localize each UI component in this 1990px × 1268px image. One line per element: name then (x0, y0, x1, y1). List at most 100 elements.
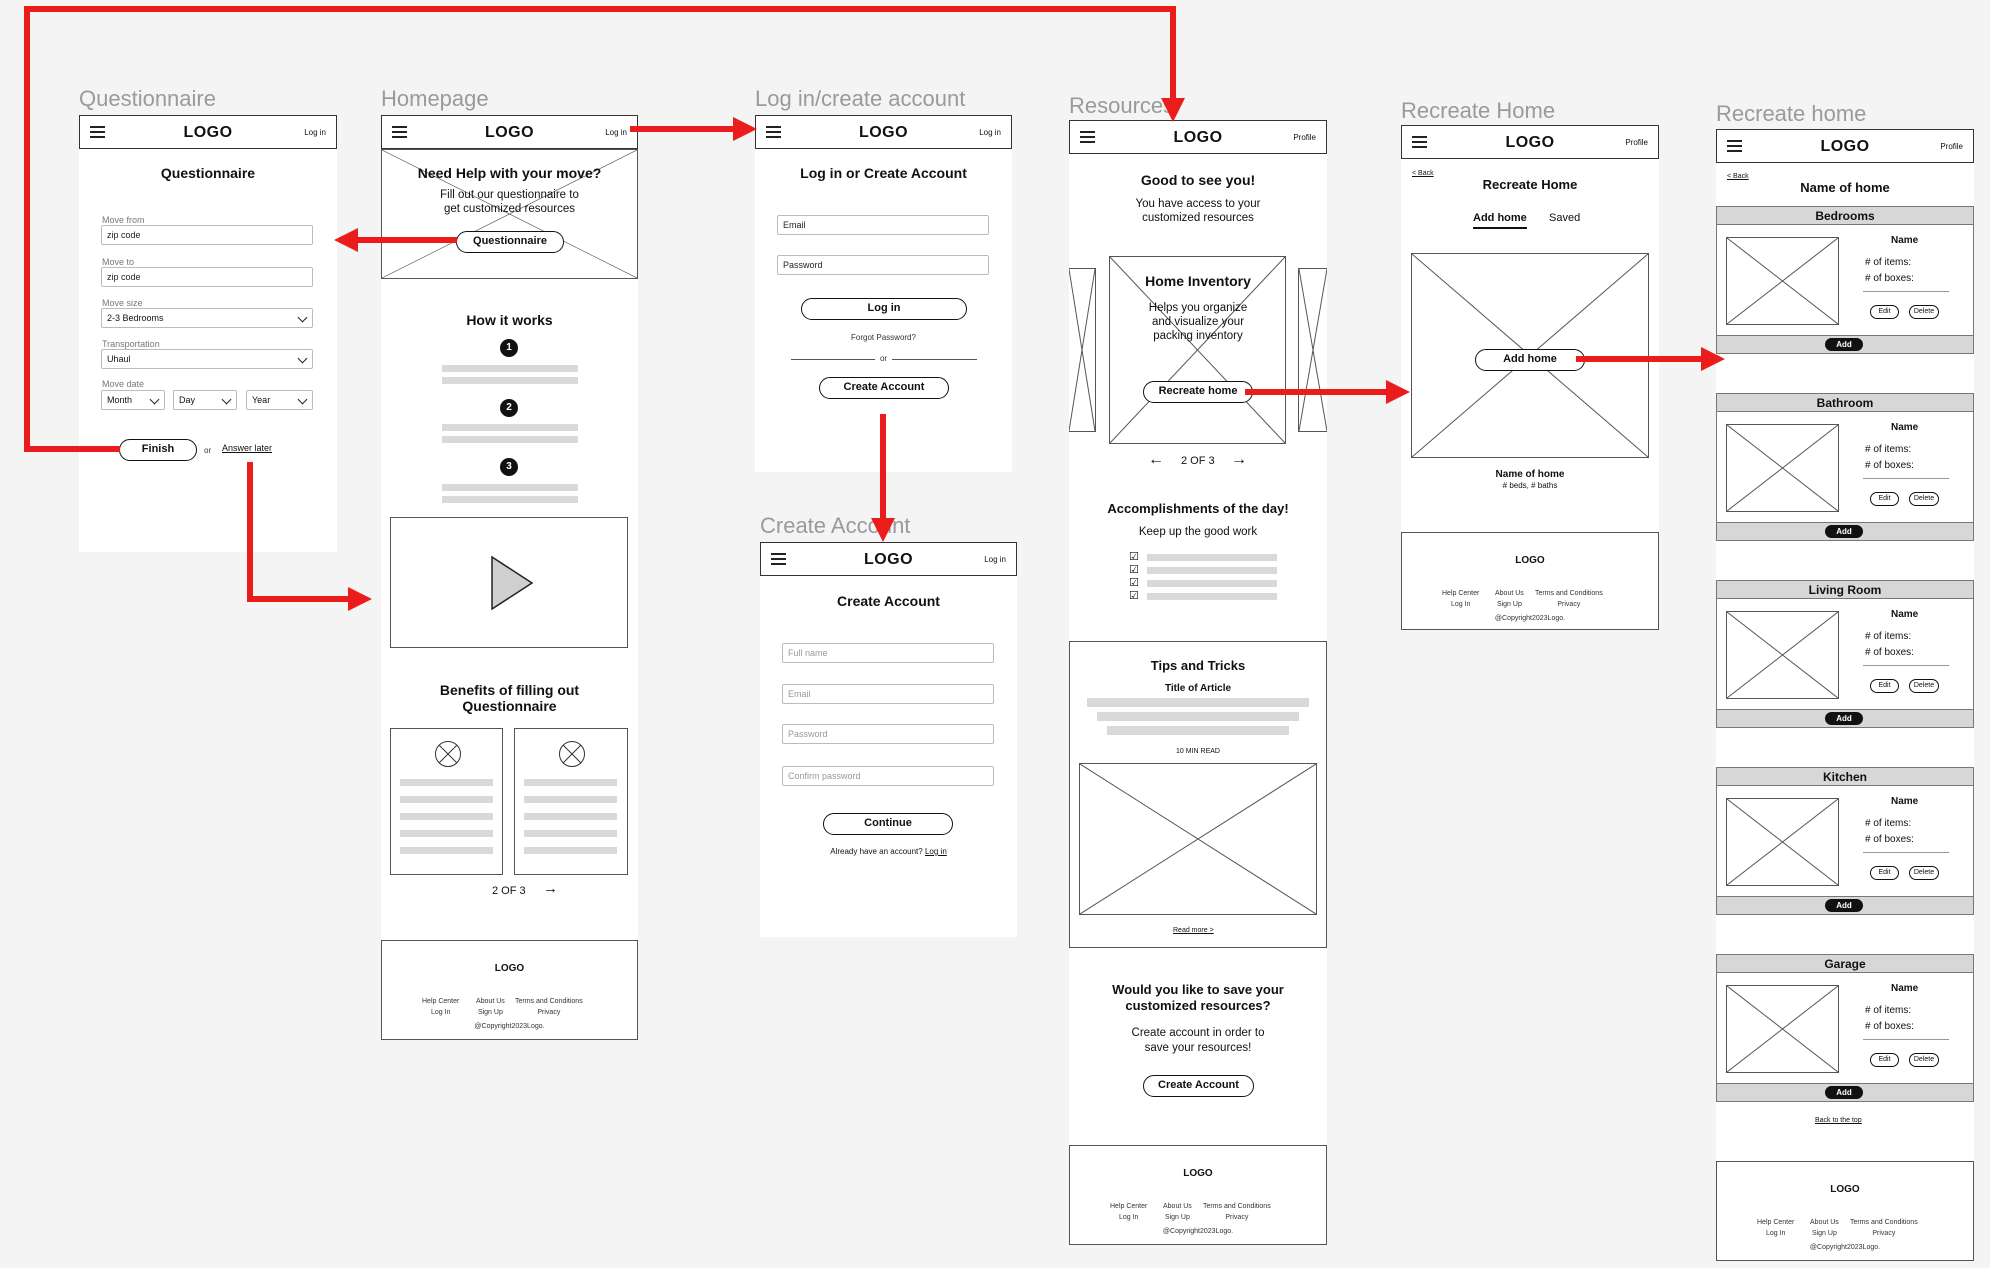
hero-subtitle-2: get customized resources (443, 203, 576, 215)
resources-screen: LOGO Profile Good to see you! You have a… (1069, 120, 1327, 1245)
create-account-button[interactable]: Create Account (819, 377, 949, 399)
edit-button[interactable]: Edit (1870, 305, 1899, 319)
items-count-label: # of items: (1865, 818, 1912, 829)
login-link[interactable]: Log in (304, 128, 326, 137)
tab-saved[interactable]: Saved (1549, 212, 1581, 224)
add-button[interactable]: Add (1825, 899, 1863, 912)
delete-button[interactable]: Delete (1909, 866, 1939, 880)
back-to-top-link[interactable]: Back to the top (1815, 1117, 1862, 1124)
logo: LOGO (484, 124, 535, 141)
text-placeholder (442, 365, 578, 372)
login-button[interactable]: Log in (801, 298, 967, 320)
edit-button[interactable]: Edit (1870, 866, 1899, 880)
finish-button[interactable]: Finish (119, 439, 197, 461)
page-title: Recreate Home (1482, 177, 1578, 192)
text-placeholder (1147, 593, 1277, 600)
image-placeholder-icon (559, 741, 585, 767)
login-link[interactable]: Log in (984, 555, 1006, 564)
login-link[interactable]: Log in (605, 128, 627, 137)
password-input[interactable]: Password (782, 724, 994, 744)
arrow-right-icon[interactable]: → (543, 880, 558, 897)
year-select[interactable]: Year (246, 390, 313, 410)
room-image-placeholder (1726, 611, 1839, 699)
profile-link[interactable]: Profile (1940, 142, 1963, 151)
hamburger-menu-icon[interactable] (1727, 140, 1742, 152)
questionnaire-button[interactable]: Questionnaire (456, 231, 564, 253)
nav-bar: LOGO Log in (381, 115, 638, 149)
edit-button[interactable]: Edit (1870, 492, 1899, 506)
move-size-select[interactable]: 2-3 Bedrooms (101, 308, 313, 328)
full-name-input[interactable]: Full name (782, 643, 994, 663)
profile-link[interactable]: Profile (1625, 138, 1648, 147)
recreate-home-button[interactable]: Recreate home (1143, 381, 1253, 403)
create-account-button[interactable]: Create Account (1143, 1075, 1254, 1097)
move-from-input[interactable]: zip code (101, 225, 313, 245)
video-placeholder[interactable] (390, 517, 628, 648)
hamburger-menu-icon[interactable] (771, 553, 786, 565)
edit-button[interactable]: Edit (1870, 1053, 1899, 1067)
login-link[interactable]: Log in (924, 847, 947, 856)
carousel-card-next[interactable] (1298, 268, 1327, 432)
continue-button[interactable]: Continue (823, 813, 953, 835)
move-to-input[interactable]: zip code (101, 267, 313, 287)
delete-button[interactable]: Delete (1909, 305, 1939, 319)
text-placeholder (1097, 712, 1299, 721)
day-select[interactable]: Day (173, 390, 237, 410)
delete-button[interactable]: Delete (1909, 679, 1939, 693)
back-link[interactable]: < Back (1727, 173, 1749, 180)
profile-link[interactable]: Profile (1293, 133, 1316, 142)
greeting-sub-2: customized resources (1142, 212, 1254, 224)
text-placeholder (524, 779, 617, 786)
items-count-label: # of items: (1865, 257, 1912, 268)
read-more-link[interactable]: Read more > (1173, 927, 1214, 934)
add-button[interactable]: Add (1825, 338, 1863, 351)
nav-bar: LOGO Log in (760, 542, 1017, 576)
carousel-card-prev[interactable] (1069, 268, 1096, 432)
answer-later-link[interactable]: Answer later (222, 443, 273, 453)
month-select[interactable]: Month (101, 390, 165, 410)
add-home-button[interactable]: Add home (1475, 349, 1585, 371)
text-placeholder (1147, 580, 1277, 587)
edit-button[interactable]: Edit (1870, 679, 1899, 693)
transportation-select[interactable]: Uhaul (101, 349, 313, 369)
logo: LOGO (858, 124, 909, 141)
confirm-password-input[interactable]: Confirm password (782, 766, 994, 786)
tab-add-home[interactable]: Add home (1473, 212, 1527, 229)
hamburger-menu-icon[interactable] (1412, 136, 1427, 148)
text-placeholder (1107, 726, 1289, 735)
login-link[interactable]: Log in (979, 128, 1001, 137)
email-input[interactable]: Email (782, 684, 994, 704)
add-button[interactable]: Add (1825, 525, 1863, 538)
arrow-right-icon[interactable]: → (1231, 451, 1247, 468)
back-link[interactable]: < Back (1412, 170, 1434, 177)
delete-button[interactable]: Delete (1909, 492, 1939, 506)
transportation-value: Uhaul (107, 354, 131, 364)
text-placeholder (400, 830, 493, 837)
items-count-label: # of items: (1865, 631, 1912, 642)
arrow-left-icon[interactable]: ← (1148, 451, 1164, 468)
add-button[interactable]: Add (1825, 1086, 1863, 1099)
email-input[interactable]: Email (777, 215, 989, 235)
save-sub-1: Create account in order to (1131, 1027, 1265, 1039)
forgot-password-link[interactable]: Forgot Password? (851, 333, 916, 342)
add-button[interactable]: Add (1825, 712, 1863, 725)
logo: LOGO (1505, 134, 1555, 151)
delete-button[interactable]: Delete (1909, 1053, 1939, 1067)
password-input[interactable]: Password (777, 255, 989, 275)
frame-title-homepage: Homepage (381, 86, 489, 111)
carousel-pager: 2 OF 3 (1181, 455, 1215, 467)
